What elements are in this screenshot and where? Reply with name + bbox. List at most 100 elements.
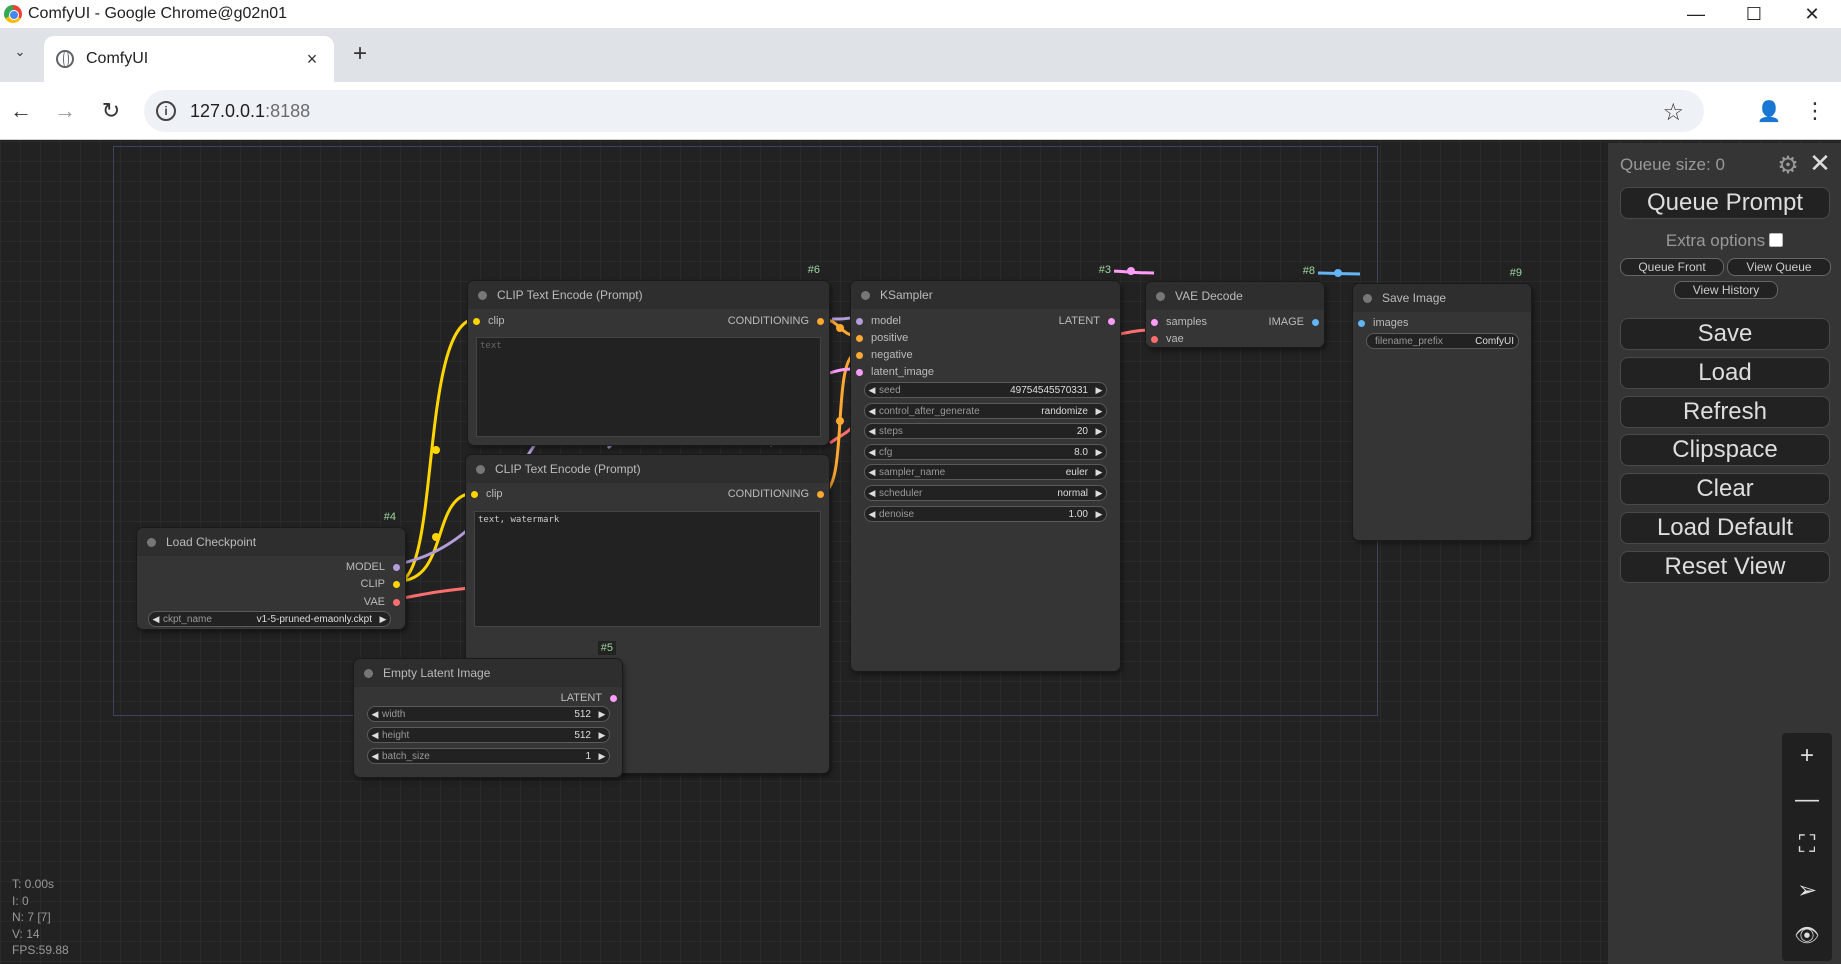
slot-dot[interactable] <box>471 490 478 498</box>
save-button[interactable]: Save <box>1620 318 1830 350</box>
tab-comfyui[interactable]: ComfyUI × <box>44 36 334 82</box>
increment-arrow-icon[interactable]: ▶ <box>1095 425 1103 436</box>
output-slot-latent[interactable]: LATENT <box>561 692 617 704</box>
node-title-bar[interactable]: Empty Latent Image <box>354 659 622 687</box>
collapse-dot-icon[interactable] <box>478 290 487 300</box>
clipspace-button[interactable]: Clipspace <box>1620 434 1830 466</box>
slot-dot[interactable] <box>1151 335 1158 343</box>
back-button[interactable]: ← <box>10 98 32 123</box>
extra-options[interactable]: Extra options <box>1608 231 1841 251</box>
increment-arrow-icon[interactable]: ▶ <box>598 729 606 740</box>
decrement-arrow-icon[interactable]: ◀ <box>868 466 876 477</box>
increment-arrow-icon[interactable]: ▶ <box>1095 405 1103 416</box>
collapse-dot-icon[interactable] <box>1363 293 1372 303</box>
node-title-bar[interactable]: CLIP Text Encode (Prompt) <box>468 281 829 309</box>
node-vae-decode[interactable]: #8 VAE Decode samples vae IMAGE <box>1146 264 1324 347</box>
slot-dot[interactable] <box>817 490 824 498</box>
view-queue-button[interactable]: View Queue <box>1727 258 1831 276</box>
collapse-dot-icon[interactable] <box>1156 291 1165 301</box>
input-slot-vae[interactable]: vae <box>1151 333 1184 345</box>
output-slot-latent[interactable]: LATENT <box>1059 315 1115 327</box>
collapse-dot-icon[interactable] <box>476 464 485 474</box>
site-info-icon[interactable]: i <box>156 101 176 121</box>
decrement-arrow-icon[interactable]: ◀ <box>868 487 876 498</box>
minimize-button[interactable]: — <box>1687 3 1705 24</box>
output-slot-conditioning[interactable]: CONDITIONING <box>728 488 824 500</box>
load-button[interactable]: Load <box>1620 357 1830 389</box>
load-default-button[interactable]: Load Default <box>1620 512 1830 544</box>
output-slot-conditioning[interactable]: CONDITIONING <box>728 315 824 327</box>
output-slot-vae[interactable]: VAE <box>364 596 400 608</box>
node-clip-text-encode-positive[interactable]: #6 CLIP Text Encode (Prompt) clip CONDIT… <box>468 263 829 445</box>
decrement-arrow-icon[interactable]: ◀ <box>868 405 876 416</box>
node-title-bar[interactable]: Load Checkpoint <box>137 528 405 556</box>
increment-arrow-icon[interactable]: ▶ <box>1095 508 1103 519</box>
slot-dot[interactable] <box>1151 318 1158 326</box>
slot-dot[interactable] <box>1358 319 1365 327</box>
node-ksampler[interactable]: #3 KSampler model positive negative late… <box>851 263 1120 671</box>
input-slot-latent-image[interactable]: latent_image <box>856 366 934 378</box>
tab-close-icon[interactable]: × <box>306 48 318 69</box>
increment-arrow-icon[interactable]: ▶ <box>1095 384 1103 395</box>
collapse-dot-icon[interactable] <box>364 668 373 678</box>
decrement-arrow-icon[interactable]: ◀ <box>868 384 876 395</box>
slot-dot[interactable] <box>856 334 863 342</box>
bookmark-star-icon[interactable]: ☆ <box>1662 99 1684 126</box>
slot-dot[interactable] <box>856 317 863 325</box>
decrement-arrow-icon[interactable]: ◀ <box>371 750 379 761</box>
decrement-arrow-icon[interactable]: ◀ <box>371 708 379 719</box>
queue-prompt-button[interactable]: Queue Prompt <box>1620 187 1830 219</box>
slot-dot[interactable] <box>817 317 824 325</box>
collapse-dot-icon[interactable] <box>861 290 870 300</box>
fit-view-icon[interactable]: ⛶ <box>1798 831 1816 858</box>
eye-icon[interactable]: 👁 <box>1794 924 1820 947</box>
collapse-dot-icon[interactable] <box>147 537 156 547</box>
node-title-bar[interactable]: Save Image <box>1353 284 1531 312</box>
increment-arrow-icon[interactable]: ▶ <box>1095 487 1103 498</box>
maximize-button[interactable]: ☐ <box>1745 3 1763 24</box>
view-history-button[interactable]: View History <box>1674 281 1778 299</box>
close-window-button[interactable]: ✕ <box>1804 3 1820 24</box>
address-bar[interactable]: i 127.0.0.1:8188 ☆ <box>144 90 1704 132</box>
decrement-arrow-icon[interactable]: ◀ <box>868 508 876 519</box>
tab-search-icon[interactable]: ⌄ <box>14 44 26 59</box>
slot-dot[interactable] <box>393 598 400 606</box>
reset-view-button[interactable]: Reset View <box>1620 551 1830 583</box>
input-slot-positive[interactable]: positive <box>856 332 908 344</box>
profile-icon[interactable]: 👤 <box>1756 100 1782 123</box>
slot-dot[interactable] <box>1108 317 1115 325</box>
refresh-button[interactable]: Refresh <box>1620 396 1830 428</box>
zoom-out-icon[interactable]: — <box>1795 786 1819 813</box>
gear-icon[interactable]: ⚙ <box>1777 151 1799 179</box>
output-slot-model[interactable]: MODEL <box>346 561 400 573</box>
graph-canvas[interactable]: #6 CLIP Text Encode (Prompt) clip CONDIT… <box>0 141 1841 964</box>
input-slot-clip[interactable]: clip <box>471 488 503 500</box>
input-slot-model[interactable]: model <box>856 315 901 327</box>
prompt-textarea[interactable]: text, watermark <box>474 511 821 627</box>
input-slot-negative[interactable]: negative <box>856 349 913 361</box>
increment-arrow-icon[interactable]: ▶ <box>379 613 387 624</box>
node-title-bar[interactable]: KSampler <box>851 281 1120 309</box>
zoom-in-icon[interactable]: + <box>1799 742 1814 769</box>
forward-button[interactable]: → <box>54 98 76 123</box>
slot-dot[interactable] <box>393 580 400 588</box>
input-slot-images[interactable]: images <box>1358 317 1408 329</box>
browser-menu-icon[interactable]: ⋮ <box>1804 98 1826 123</box>
decrement-arrow-icon[interactable]: ◀ <box>868 446 876 457</box>
clear-button[interactable]: Clear <box>1620 473 1830 505</box>
send-icon[interactable]: ➢ <box>1796 876 1818 904</box>
slot-dot[interactable] <box>856 351 863 359</box>
input-slot-samples[interactable]: samples <box>1151 316 1207 328</box>
increment-arrow-icon[interactable]: ▶ <box>1095 446 1103 457</box>
